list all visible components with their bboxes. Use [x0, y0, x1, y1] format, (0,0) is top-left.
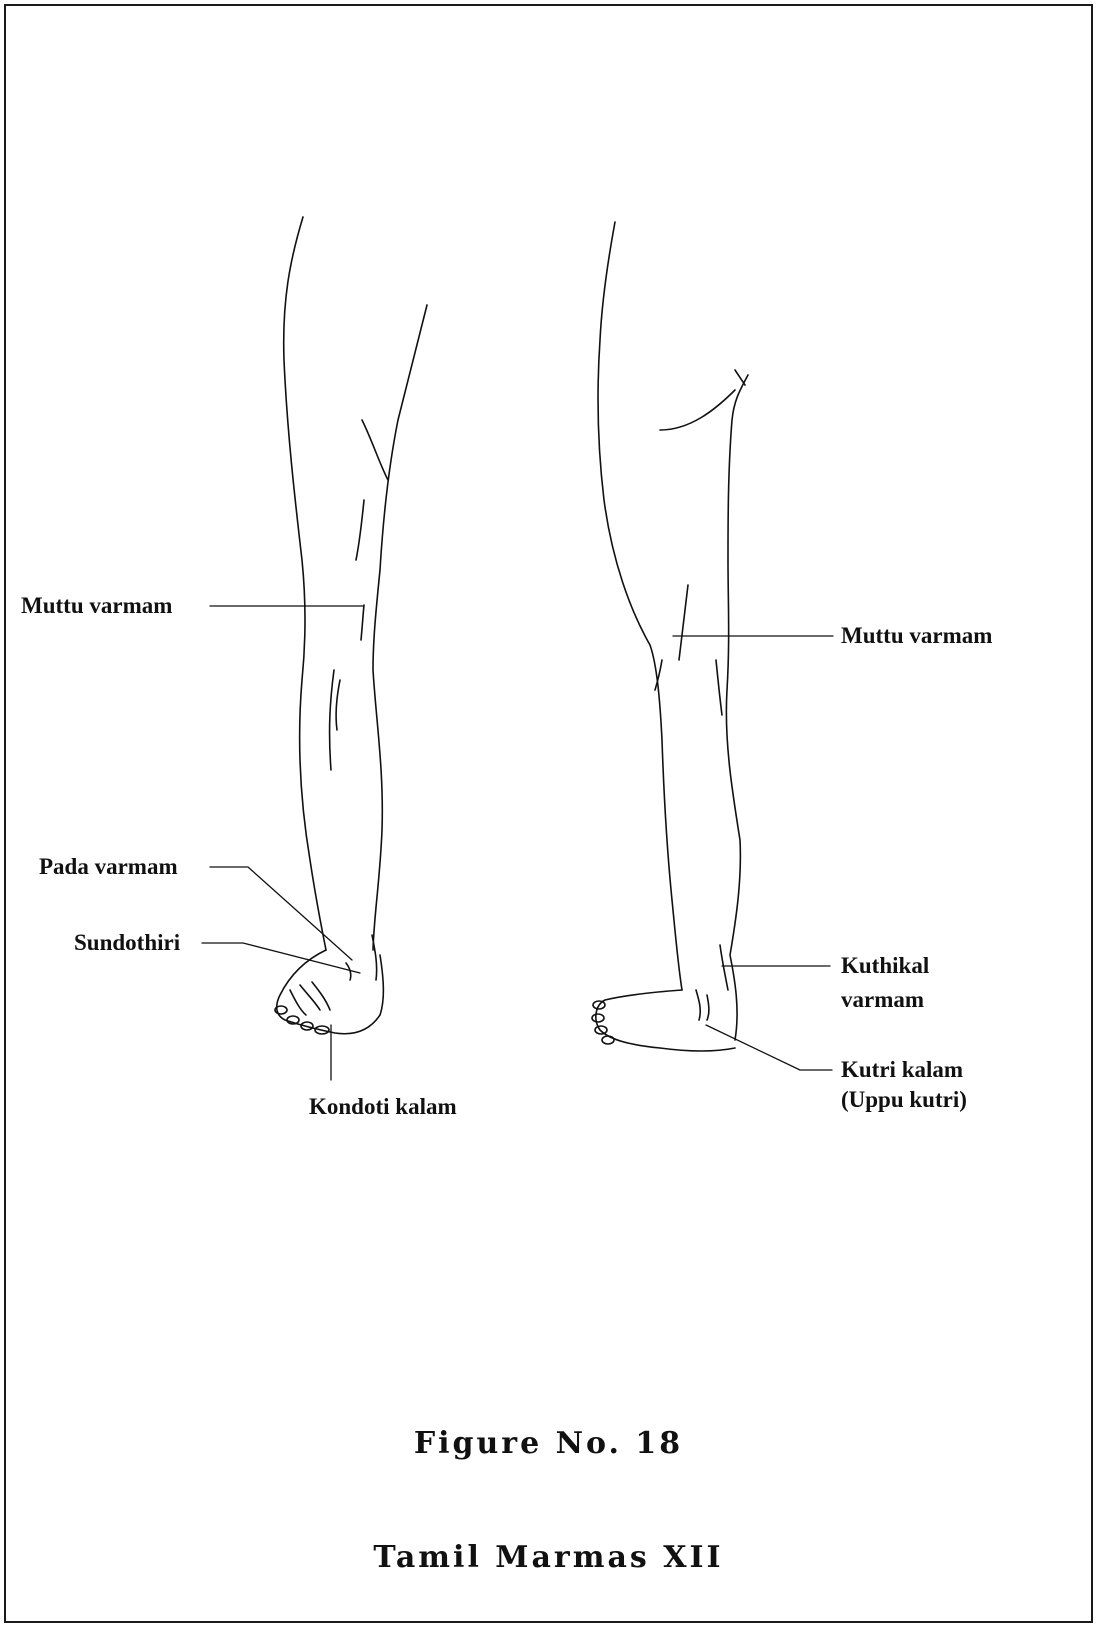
label-kondoti-kalam: Kondoti kalam	[309, 1093, 457, 1121]
label-kuthikal-line1: Kuthikal	[841, 952, 929, 980]
figure-title: Tamil Marmas XII	[0, 1540, 1097, 1575]
leader-kutri	[706, 1025, 832, 1070]
label-front-muttu-varmam: Muttu varmam	[21, 592, 172, 620]
label-sundothiri: Sundothiri	[74, 929, 180, 957]
label-pada-varmam: Pada varmam	[39, 853, 178, 881]
label-kutri-line1: Kutri kalam	[841, 1056, 963, 1084]
leader-lines	[202, 606, 833, 1080]
leader-sundothiri	[202, 943, 360, 973]
label-back-muttu-varmam: Muttu varmam	[841, 622, 992, 650]
label-kutri-line2: (Uppu kutri)	[841, 1086, 967, 1114]
label-kuthikal-line2: varmam	[841, 986, 924, 1014]
figure-number: Figure No. 18	[0, 1426, 1097, 1461]
leader-pada	[210, 867, 352, 960]
